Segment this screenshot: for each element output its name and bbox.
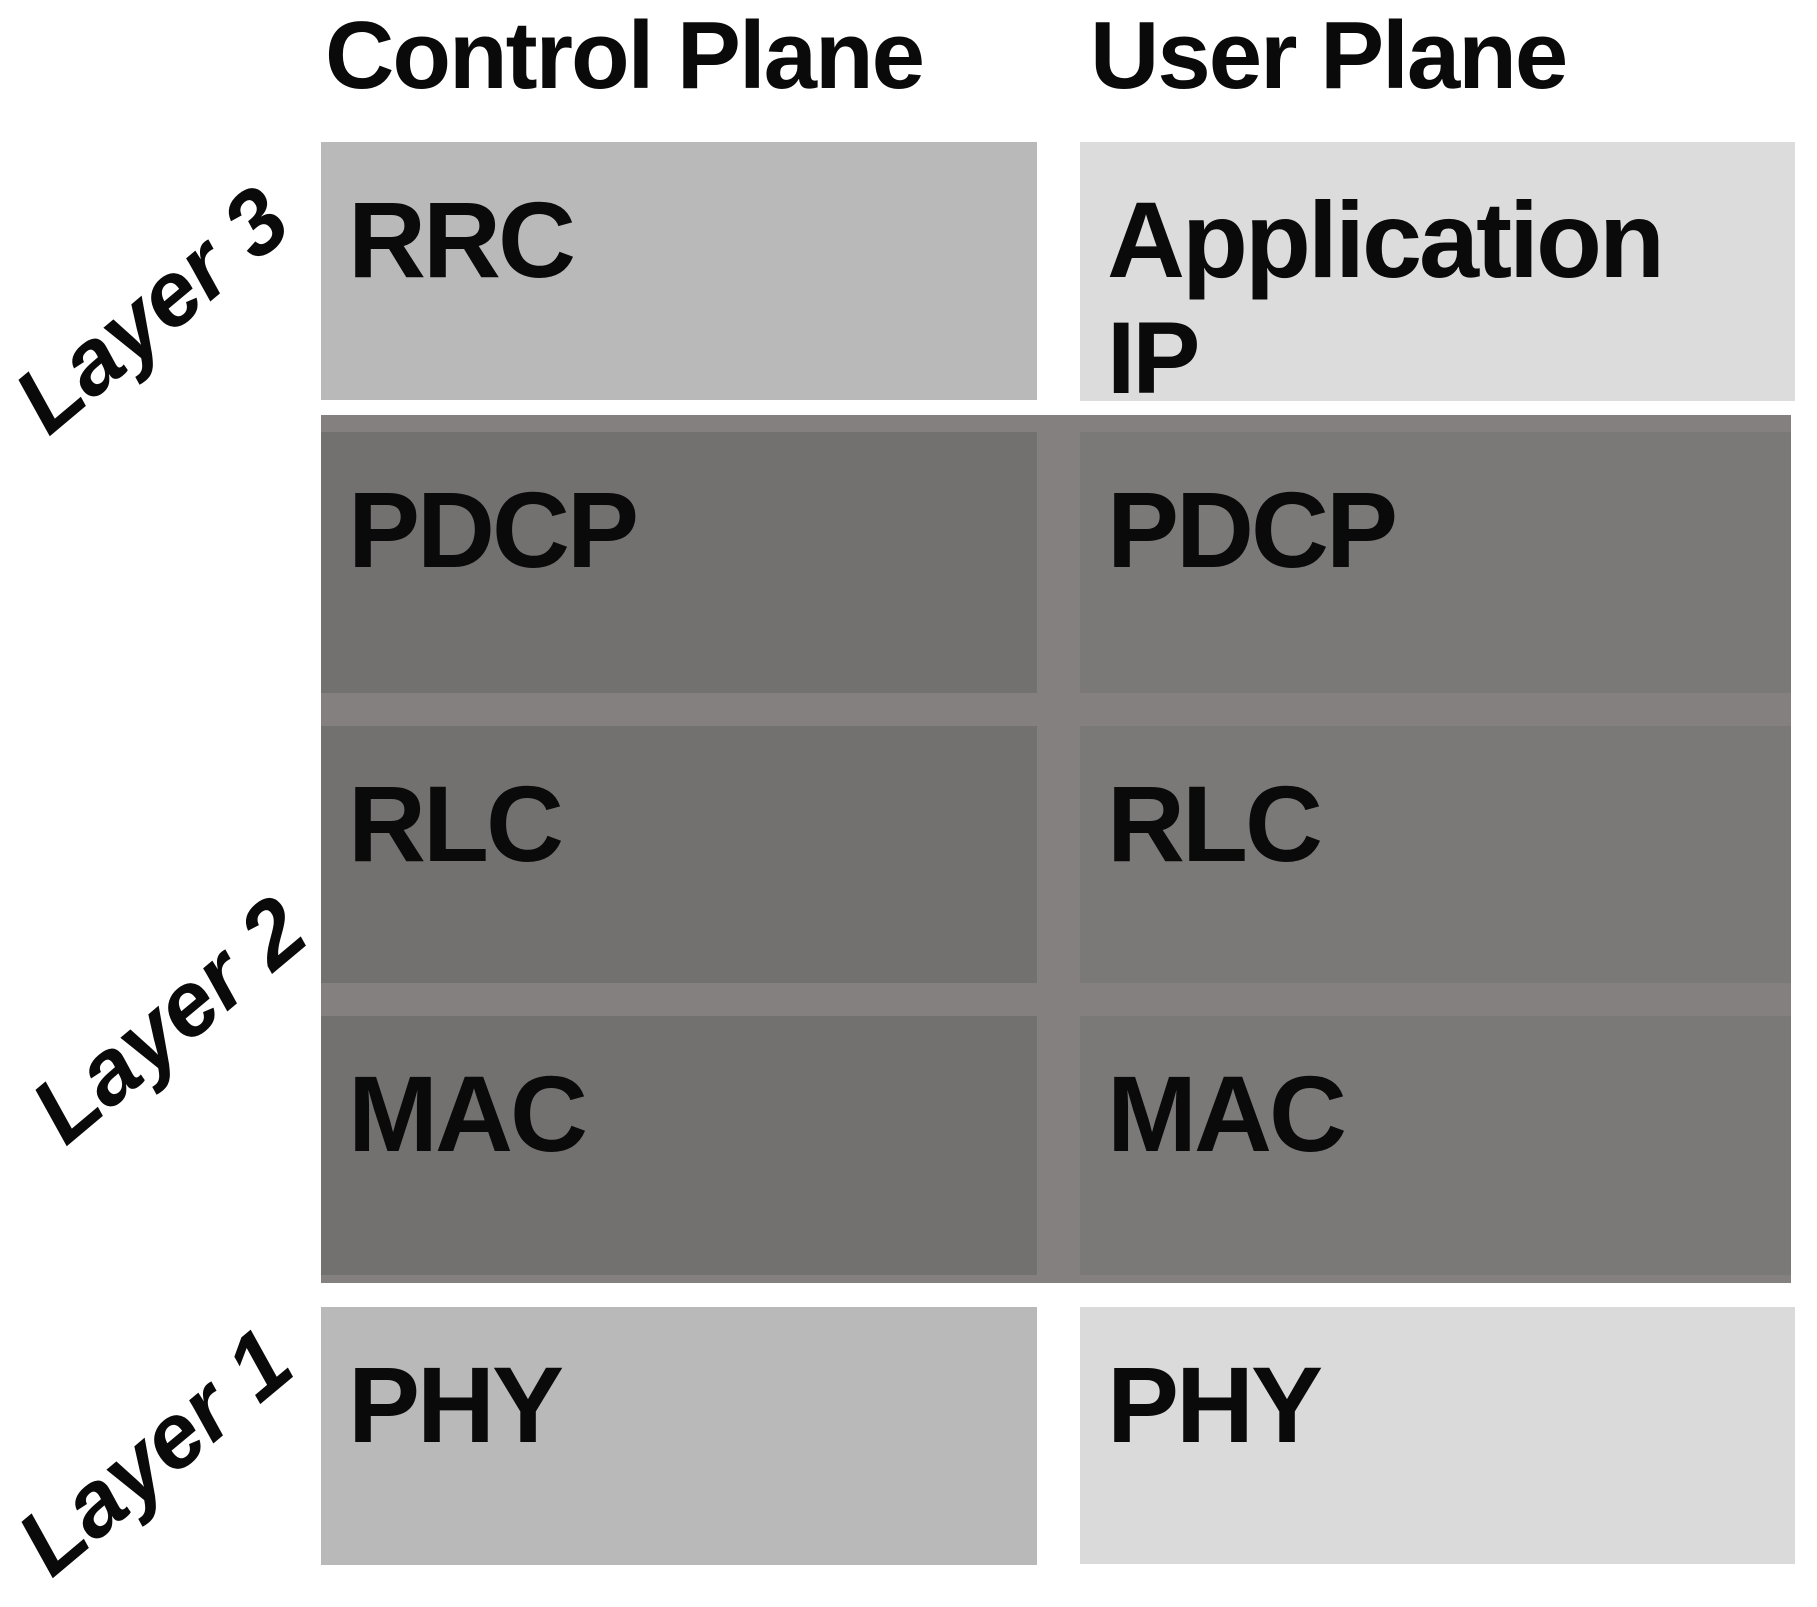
pdcp-control-label: PDCP [348, 469, 639, 590]
mac-user-box: MAC [1080, 1016, 1791, 1275]
rlc-control-label: RLC [348, 763, 564, 884]
ip-label: IP [1107, 301, 1200, 416]
rrc-box: RRC [321, 142, 1037, 400]
phy-control-label: PHY [348, 1344, 564, 1465]
rlc-user-label: RLC [1107, 763, 1323, 884]
pdcp-user-label: PDCP [1107, 469, 1398, 590]
layer1-label: Layer 1 [0, 1309, 312, 1595]
pdcp-control-box: PDCP [321, 432, 1037, 693]
application-ip-box: Application IP [1080, 142, 1795, 415]
user-plane-header: User Plane [1090, 2, 1568, 109]
rlc-control-box: RLC [321, 726, 1037, 983]
mac-user-label: MAC [1107, 1053, 1347, 1174]
application-ip-box-label: Application IP [1080, 142, 1795, 416]
layer2-label: Layer 2 [12, 877, 326, 1163]
mac-control-label: MAC [348, 1053, 588, 1174]
phy-control-box: PHY [321, 1307, 1037, 1565]
control-plane-header: Control Plane [325, 2, 925, 109]
application-label: Application [1107, 179, 1665, 300]
pdcp-user-box: PDCP [1080, 432, 1791, 693]
phy-user-label: PHY [1107, 1344, 1323, 1465]
mac-control-box: MAC [321, 1016, 1037, 1275]
rlc-user-box: RLC [1080, 726, 1791, 983]
rrc-box-label: RRC [348, 179, 576, 300]
layer2-container: PDCP PDCP RLC RLC MAC MAC [321, 415, 1791, 1283]
phy-user-box: PHY [1080, 1307, 1795, 1564]
layer3-label: Layer 3 [0, 167, 309, 453]
